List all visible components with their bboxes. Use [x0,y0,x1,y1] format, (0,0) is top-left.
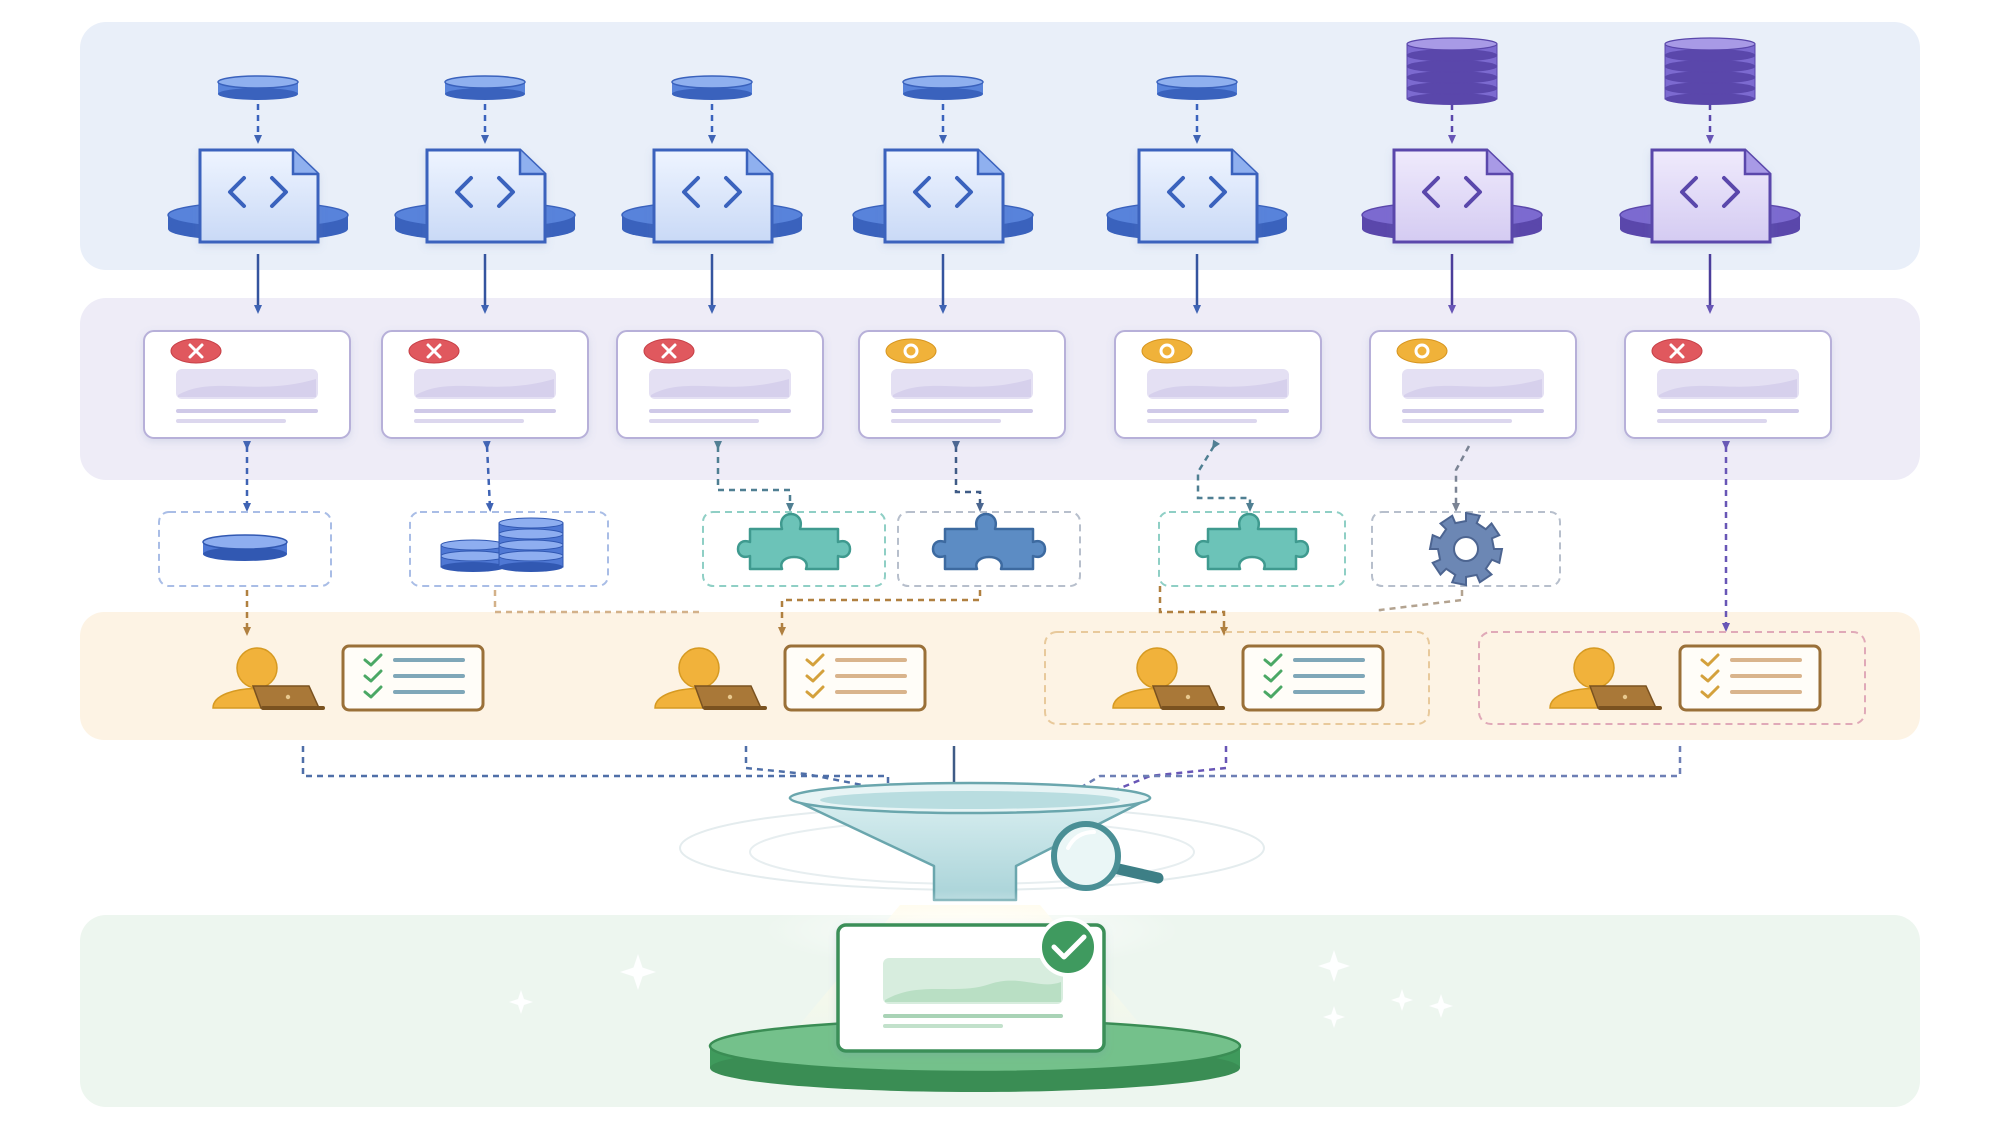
reviewer-row [212,631,1866,725]
resource-row [158,511,1561,587]
database-icon [217,75,299,100]
reviewer-icon [654,647,767,710]
sparkle-icon [620,954,656,990]
database-disc-icon [202,534,288,561]
source-6 [1361,37,1543,244]
code-document-icon [198,148,320,244]
evaluation-card-row [143,330,1832,439]
reviewer-group-2 [654,644,927,712]
error-badge-icon [1651,338,1703,364]
database-icon [902,75,984,100]
resource-box-5 [1158,511,1346,587]
database-icon [1664,37,1756,105]
approved-document-icon [836,923,1106,1053]
puzzle-piece-icon [736,512,852,571]
res6-to-reviewer3 [1378,590,1464,612]
check-badge-icon [1038,917,1098,977]
code-document-icon [883,148,1005,244]
code-document-icon [425,148,547,244]
resource-box-4 [897,511,1081,587]
source-4 [852,75,1034,244]
error-badge-icon [643,338,695,364]
checklist-icon [1678,644,1822,712]
checklist-icon [341,644,485,712]
magnifier-icon [1051,821,1164,891]
code-document-icon [1650,148,1772,244]
evaluation-card-4 [858,330,1066,439]
database-stacks-icon [440,517,564,572]
source-1 [167,75,349,244]
database-icon [1406,37,1498,105]
funnel-icon [788,781,1152,902]
evaluation-card-1 [143,330,351,439]
puzzle-piece-icon [1194,512,1310,571]
card6-to-res6 [1452,445,1471,512]
gear-icon [1428,511,1504,587]
sparkle-icon [1429,994,1453,1018]
checklist-icon [783,644,927,712]
source-2 [394,75,576,244]
source-row [167,37,1801,244]
pending-badge-icon [885,338,937,364]
evaluation-card-2 [381,330,589,439]
evaluation-card-5 [1114,330,1322,439]
database-icon [444,75,526,100]
error-badge-icon [408,338,460,364]
reviewer-icon [1549,647,1662,710]
res5-to-reviewer3 [1158,586,1228,636]
sparkle-icon [509,990,533,1014]
resource-box-1 [158,511,332,587]
card5-to-res5 [1196,439,1254,512]
evaluation-card-7 [1624,330,1832,439]
result-stage [509,890,1453,1092]
reviewer3-to-filter [1072,746,1228,808]
database-icon [671,75,753,100]
reviewer-icon [212,647,325,710]
pending-badge-icon [1396,338,1448,364]
code-document-icon [1137,148,1259,244]
source-5 [1106,75,1288,244]
review-band [80,612,1920,740]
sparkle-icon [1323,1006,1345,1028]
res2-to-reviewer1 [493,590,700,614]
card3-to-res3 [714,441,794,512]
resource-box-3 [702,511,886,587]
evaluation-card-6 [1369,330,1577,439]
reviewer-group-4 [1478,631,1866,725]
code-document-icon [1392,148,1514,244]
source-3 [621,75,803,244]
reviewer-group-3 [1044,631,1430,725]
sparkle-icon [1391,989,1413,1011]
resource-box-2 [409,511,609,587]
card4-to-res4 [952,441,984,512]
checklist-icon [1241,644,1385,712]
error-badge-icon [170,338,222,364]
resource-box-6 [1371,511,1561,587]
pending-badge-icon [1141,338,1193,364]
res3-to-reviewer2 [778,590,982,636]
source-7 [1619,37,1801,244]
database-icon [1156,75,1238,100]
reviewer-group-1 [212,644,485,712]
puzzle-piece-icon [931,512,1047,571]
code-document-icon [652,148,774,244]
evaluation-card-3 [616,330,824,439]
filter-stage [679,781,1265,902]
sparkle-icon [1318,950,1350,982]
reviewer-icon [1112,647,1225,710]
